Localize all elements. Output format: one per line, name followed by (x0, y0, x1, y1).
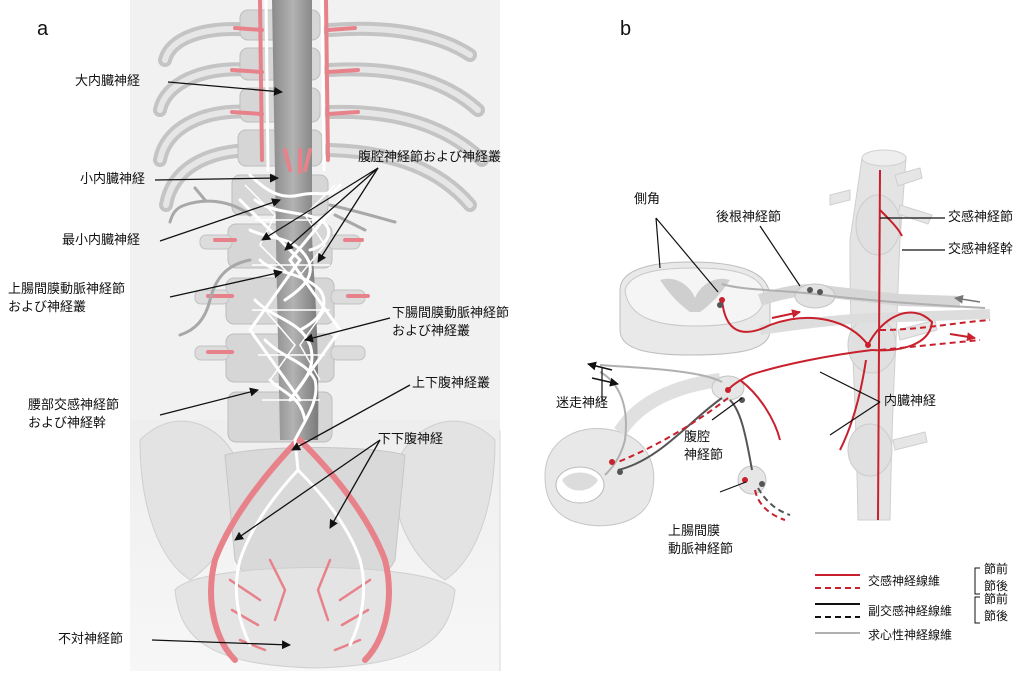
legend-sympathetic-label: 交感神経線維 (868, 573, 940, 589)
legend-para-pre-label: 節前 (984, 591, 1008, 607)
label-lumbar-line2: および神経幹 (28, 416, 106, 432)
label-lateral-horn: 側角 (634, 192, 660, 208)
panel-a-letter: a (37, 18, 48, 41)
label-celiac-line2: 神経節 (684, 448, 723, 464)
label-dorsal-root-ganglion: 後根神経節 (716, 210, 781, 226)
label-least-splanchnic: 最小内臓神経 (62, 233, 140, 249)
legend-parasympathetic-label: 副交感神経線維 (868, 603, 952, 619)
label-greater-splanchnic: 大内臓神経 (75, 74, 140, 90)
panel-b-letter: b (620, 18, 631, 41)
label-sup-mesenteric-line2: および神経叢 (8, 300, 86, 316)
label-sympathetic-ganglion: 交感神経節 (948, 210, 1013, 226)
label-ganglion-impar: 不対神経節 (58, 632, 123, 648)
legend-para-post-label: 節後 (984, 608, 1008, 624)
label-vagus-nerve: 迷走神経 (556, 396, 608, 412)
label-superior-hypogastric: 上下腹神経叢 (412, 376, 490, 392)
label-celiac-line1: 腹腔 (684, 430, 710, 446)
label-inf-mesenteric-line2: および神経叢 (392, 324, 470, 340)
label-inf-mesenteric-line1: 下腸間膜動脈神経節 (392, 306, 509, 322)
legend-afferent-label: 求心性神経線維 (868, 627, 952, 643)
label-sma-line2: 動脈神経節 (668, 542, 733, 558)
label-inferior-hypogastric: 下下腹神経 (378, 432, 443, 448)
label-splanchnic-nerve: 内臓神経 (884, 394, 936, 410)
label-celiac-ganglion-plexus: 腹腔神経節および神経叢 (358, 150, 501, 166)
label-sup-mesenteric-line1: 上腸間膜動脈神経節 (8, 282, 125, 298)
label-lesser-splanchnic: 小内臓神経 (80, 172, 145, 188)
panel-b-artwork (545, 150, 990, 526)
legend-sym-pre-label: 節前 (984, 561, 1008, 577)
label-sympathetic-trunk: 交感神経幹 (948, 242, 1013, 258)
label-lumbar-line1: 腰部交感神経節 (28, 398, 119, 414)
label-sma-line1: 上腸間膜 (668, 524, 720, 540)
